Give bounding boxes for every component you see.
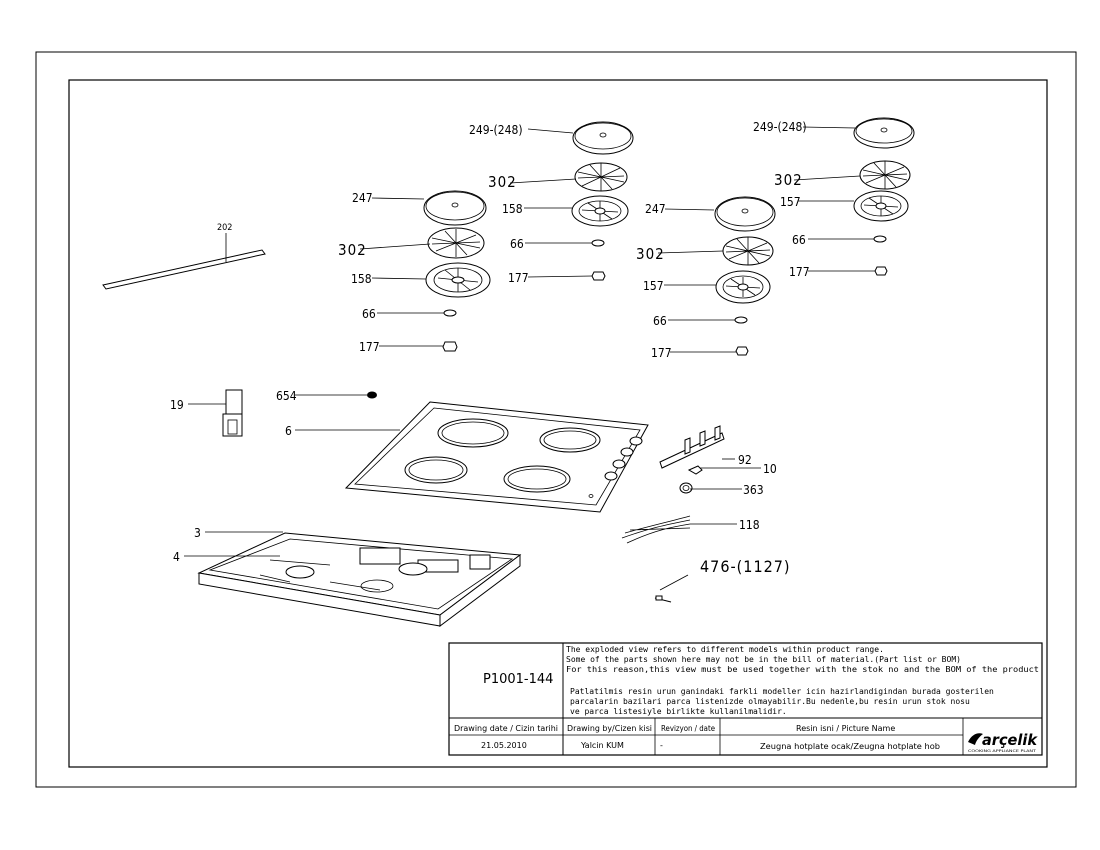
nut-177-c (874, 266, 888, 276)
part-654 (367, 391, 377, 399)
title-block (448, 642, 1043, 756)
burner-grid-302-a (574, 162, 628, 192)
hob-body-3-4 (197, 532, 522, 627)
note-en-line-3: For this reason,this view must be used t… (566, 665, 1039, 674)
burner-cap-247-b (714, 196, 776, 232)
label-66-d: 66 (653, 314, 667, 328)
value-picture-name: Zeugna hotplate ocak/Zeugna hotplate hob (760, 742, 940, 751)
drawing-code: P1001-144 (483, 672, 553, 687)
leader-lines (184, 126, 875, 591)
value-drawing-date: 21.05.2010 (481, 741, 527, 750)
value-drawing-by: Yalcin KUM (580, 741, 624, 750)
label-654: 654 (276, 389, 297, 403)
arcelik-logo: arçelik COOKING APPLIANCE PLANT (968, 731, 1038, 753)
label-177-c: 177 (359, 340, 380, 354)
label-158-a: 158 (502, 202, 523, 216)
label-157-a: 157 (780, 195, 801, 209)
part-476 (654, 595, 672, 603)
label-4: 4 (173, 550, 180, 564)
note-en-line-1: The exploded view refers to different mo… (566, 645, 884, 654)
label-302-c: 302 (338, 241, 367, 259)
label-157-b: 157 (643, 279, 664, 293)
inner-frame (68, 79, 1048, 768)
logo-text: arçelik (982, 731, 1038, 749)
label-249-a: 249-(248) (469, 123, 523, 137)
nut-177-left (442, 341, 458, 352)
burner-grid-302-b (722, 236, 774, 266)
injector-66-b (734, 316, 748, 324)
injector-66-a (591, 239, 605, 247)
wire-harness-118 (621, 515, 691, 544)
burner-grid-302-left (427, 227, 485, 259)
label-302-a: 302 (488, 173, 517, 191)
logo-subtitle: COOKING APPLIANCE PLANT (968, 749, 1037, 753)
label-158-b: 158 (351, 272, 372, 286)
label-249-b: 249-(248) (753, 120, 807, 134)
burner-cap-249-b (853, 117, 915, 149)
label-177-d: 177 (651, 346, 672, 360)
label-6: 6 (285, 424, 292, 438)
note-en-line-2: Some of the parts shown here may not be … (566, 655, 961, 664)
outer-frame (35, 51, 1077, 788)
label-302-b: 302 (774, 171, 803, 189)
hob-top-plate-6 (344, 401, 649, 513)
label-19: 19 (170, 398, 184, 412)
label-363: 363 (743, 483, 764, 497)
label-3: 3 (194, 526, 201, 540)
label-177-a: 177 (508, 271, 529, 285)
note-tr-line-1: Patlatilmis resin urun ganindaki farkli … (570, 687, 994, 696)
burner-head-157-c (853, 190, 909, 222)
burner-head-157-b (715, 270, 771, 304)
header-drawing-by: Drawing by/Cizen kisi (567, 724, 652, 733)
note-tr-line-2: parcalarin bazilari parca listenizde olm… (570, 697, 970, 706)
burner-grid-302-c (859, 160, 911, 190)
injector-66-c (873, 235, 887, 243)
label-247-b: 247 (645, 202, 666, 216)
label-202: 202 (217, 223, 232, 233)
label-10: 10 (763, 462, 777, 476)
bracket-92 (659, 425, 725, 469)
injector-66-left (443, 309, 457, 317)
label-247-a: 247 (352, 191, 373, 205)
burner-cap-249-a (572, 121, 634, 155)
label-177-b: 177 (789, 265, 810, 279)
label-92: 92 (738, 453, 752, 467)
nut-177-b (735, 346, 749, 356)
value-revision: - (660, 741, 663, 750)
header-drawing-date: Drawing date / Cizin tarihi (454, 724, 558, 733)
label-66-b: 66 (792, 233, 806, 247)
ignition-unit-19 (222, 389, 243, 437)
label-476: 476-(1127) (700, 557, 791, 576)
header-picture-name: Resin isni / Picture Name (796, 724, 895, 733)
label-66-c: 66 (362, 307, 376, 321)
burner-head-158-left (425, 262, 491, 298)
header-revision: Revizyon / date (661, 724, 715, 733)
label-66-a: 66 (510, 237, 524, 251)
burner-head-158-a (571, 195, 629, 227)
knob-363 (679, 482, 693, 494)
label-302-d: 302 (636, 245, 665, 263)
clip-10 (687, 465, 703, 475)
trim-strip-202 (102, 249, 266, 290)
label-118: 118 (739, 518, 760, 532)
nut-177-a (591, 271, 606, 281)
burner-cap-247-left (423, 190, 487, 226)
note-tr-line-3: ve parca listesiyle birlikte kullanilmal… (570, 707, 787, 716)
